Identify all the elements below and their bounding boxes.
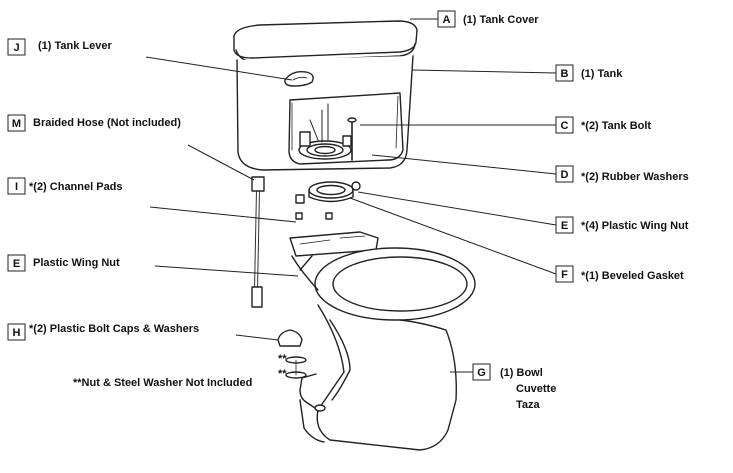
label-B-text: (1) Tank: [581, 68, 623, 80]
bowl-shape: [316, 304, 457, 451]
label-M-letter: M: [12, 118, 21, 130]
label-B: B (1) Tank: [555, 64, 623, 82]
star-mark-1: **: [278, 353, 287, 365]
label-J: J (1) Tank Lever: [7, 38, 112, 56]
bowl-deck-shape: [289, 231, 379, 257]
label-A: A (1) Tank Cover: [437, 10, 539, 28]
label-C-letter: C: [561, 120, 569, 132]
label-D-text: *(2) Rubber Washers: [581, 171, 689, 183]
label-E1-letter: E: [561, 220, 568, 232]
toilet-illustration: [233, 20, 476, 451]
leader-lines: [145, 18, 557, 373]
label-I-text: *(2) Channel Pads: [29, 181, 123, 193]
label-G-line2: Cuvette: [516, 383, 556, 395]
label-F-text: *(1) Beveled Gasket: [581, 270, 684, 282]
label-H: H *(2) Plastic Bolt Caps & Washers: [7, 323, 199, 341]
tank-lever-shape: [284, 70, 314, 87]
label-J-letter: J: [13, 42, 19, 54]
label-A-text: (1) Tank Cover: [463, 14, 539, 26]
label-F: F *(1) Beveled Gasket: [555, 265, 684, 283]
label-G-line3: Taza: [516, 399, 541, 411]
label-C-text: *(2) Tank Bolt: [581, 120, 651, 132]
star-mark-2: **: [278, 368, 287, 380]
label-J-text: (1) Tank Lever: [38, 40, 112, 52]
label-E2-letter: E: [13, 258, 20, 270]
label-E2: E Plastic Wing Nut: [7, 254, 120, 272]
label-E1: E *(4) Plastic Wing Nut: [555, 216, 689, 234]
label-I-letter: I: [15, 181, 18, 193]
label-H-text: *(2) Plastic Bolt Caps & Washers: [29, 323, 199, 335]
label-M-text: Braided Hose (Not included): [33, 117, 181, 129]
label-A-letter: A: [443, 14, 451, 26]
footnote: **Nut & Steel Washer Not Included: [73, 377, 252, 389]
label-E2-text: Plastic Wing Nut: [33, 257, 120, 269]
label-D-letter: D: [561, 169, 569, 181]
label-G: G (1) Bowl Cuvette Taza: [472, 363, 556, 411]
label-M: M Braided Hose (Not included): [7, 114, 181, 132]
label-G-line1: (1) Bowl: [500, 367, 543, 379]
label-C: C *(2) Tank Bolt: [555, 116, 651, 134]
label-E1-text: *(4) Plastic Wing Nut: [581, 220, 689, 232]
label-G-letter: G: [477, 367, 486, 379]
bowl-rim-shape: [314, 247, 476, 321]
label-H-letter: H: [13, 327, 21, 339]
label-D: D *(2) Rubber Washers: [555, 165, 689, 183]
label-I: I *(2) Channel Pads: [7, 177, 123, 195]
tank-cover-shape: [233, 20, 418, 59]
label-F-letter: F: [561, 269, 568, 281]
label-B-letter: B: [561, 68, 569, 80]
